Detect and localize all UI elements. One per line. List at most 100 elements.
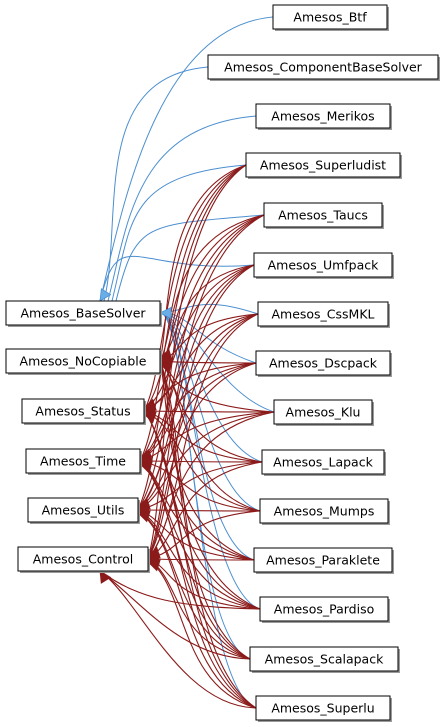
member-edge bbox=[137, 214, 265, 511]
inherit-edge bbox=[159, 312, 261, 610]
node-box bbox=[249, 646, 399, 672]
edge-layer bbox=[99, 16, 275, 709]
node-box bbox=[259, 596, 389, 622]
node-label: Amesos_Time bbox=[40, 454, 126, 469]
member-edge bbox=[137, 362, 257, 511]
node-box bbox=[273, 399, 373, 425]
member-edge bbox=[139, 460, 261, 610]
class-node-nocopy[interactable]: Amesos_NoCopiable bbox=[5, 348, 162, 375]
inherit-edge bbox=[115, 214, 265, 302]
member-edge bbox=[99, 570, 261, 610]
member-edge bbox=[159, 360, 251, 660]
inherit-arrowhead bbox=[159, 306, 172, 320]
class-node-lapack[interactable]: Amesos_Lapack bbox=[261, 449, 386, 476]
node-label: Amesos_Btf bbox=[293, 10, 367, 25]
class-node-superludist[interactable]: Amesos_Superludist bbox=[245, 152, 402, 179]
class-node-scalapack[interactable]: Amesos_Scalapack bbox=[249, 646, 400, 673]
class-node-status[interactable]: Amesos_Status bbox=[21, 398, 146, 425]
member-edge bbox=[139, 460, 261, 512]
node-box bbox=[5, 348, 161, 374]
member-edge bbox=[139, 460, 257, 709]
class-node-time[interactable]: Amesos_Time bbox=[25, 448, 142, 475]
node-box bbox=[255, 695, 391, 721]
member-edge bbox=[137, 461, 263, 511]
node-box bbox=[272, 4, 388, 30]
node-box bbox=[5, 300, 161, 326]
node-label: Amesos_CssMKL bbox=[271, 307, 374, 322]
member-edge bbox=[137, 411, 275, 511]
member-edge bbox=[139, 264, 255, 462]
member-edge bbox=[137, 509, 261, 610]
class-node-component[interactable]: Amesos_ComponentBaseSolver bbox=[207, 54, 440, 81]
class-node-superlu[interactable]: Amesos_Superlu bbox=[255, 695, 392, 722]
member-edge bbox=[143, 164, 247, 412]
inherit-edge bbox=[99, 255, 255, 302]
class-node-utils[interactable]: Amesos_Utils bbox=[27, 497, 140, 524]
member-edge bbox=[147, 510, 261, 560]
node-label: Amesos_Klu bbox=[286, 405, 361, 420]
node-label: Amesos_Control bbox=[33, 552, 134, 567]
node-box bbox=[257, 301, 389, 327]
class-node-dscpack[interactable]: Amesos_Dscpack bbox=[255, 350, 392, 377]
node-label: Amesos_Lapack bbox=[273, 455, 373, 470]
class-node-paraklete[interactable]: Amesos_Paraklete bbox=[253, 547, 394, 574]
node-label: Amesos_Superlu bbox=[271, 701, 374, 716]
node-label: Amesos_Utils bbox=[42, 503, 125, 518]
class-node-merikos[interactable]: Amesos_Merikos bbox=[255, 103, 392, 130]
member-edge bbox=[143, 410, 275, 413]
class-node-cssmkl[interactable]: Amesos_CssMKL bbox=[257, 301, 390, 328]
class-node-btf[interactable]: Amesos_Btf bbox=[272, 4, 389, 31]
node-label: Amesos_BaseSolver bbox=[20, 306, 146, 321]
node-box bbox=[21, 398, 145, 424]
node-label: Amesos_Pardiso bbox=[274, 602, 374, 617]
node-box bbox=[255, 103, 391, 129]
member-edge bbox=[137, 164, 247, 511]
member-edge bbox=[143, 264, 255, 412]
member-arrowhead bbox=[143, 411, 157, 424]
member-edge bbox=[99, 570, 257, 709]
member-edge bbox=[139, 164, 247, 462]
node-box bbox=[25, 448, 141, 474]
node-label: Amesos_Superludist bbox=[260, 158, 386, 173]
class-node-control[interactable]: Amesos_Control bbox=[17, 546, 150, 573]
node-label: Amesos_Dscpack bbox=[269, 356, 378, 371]
class-node-pardiso[interactable]: Amesos_Pardiso bbox=[259, 596, 390, 623]
member-edge bbox=[159, 360, 255, 561]
member-edge bbox=[137, 264, 255, 511]
node-label: Amesos_Taucs bbox=[278, 208, 368, 223]
class-node-klu[interactable]: Amesos_Klu bbox=[273, 399, 374, 426]
member-edge bbox=[159, 164, 247, 362]
class-node-taucs[interactable]: Amesos_Taucs bbox=[263, 202, 384, 229]
member-edge bbox=[137, 509, 261, 512]
member-edge bbox=[147, 264, 255, 560]
class-node-base[interactable]: Amesos_BaseSolver bbox=[5, 300, 162, 327]
class-node-umfpack[interactable]: Amesos_Umfpack bbox=[253, 252, 394, 279]
member-arrowhead bbox=[139, 461, 153, 474]
inherit-edge bbox=[107, 115, 257, 302]
member-arrowhead bbox=[99, 570, 112, 584]
member-edge bbox=[147, 164, 247, 560]
member-edge bbox=[143, 214, 265, 412]
member-edge bbox=[139, 214, 265, 462]
node-label: Amesos_Umfpack bbox=[268, 258, 380, 273]
member-edge bbox=[147, 411, 275, 560]
node-box bbox=[259, 498, 389, 524]
member-edge bbox=[147, 558, 255, 561]
arrowhead-layer bbox=[99, 288, 173, 584]
member-arrowhead bbox=[137, 510, 151, 523]
member-edge bbox=[147, 461, 263, 560]
member-edge bbox=[159, 360, 257, 364]
node-box bbox=[261, 449, 385, 475]
node-label: Amesos_Mumps bbox=[274, 504, 375, 519]
node-label: Amesos_Paraklete bbox=[266, 553, 380, 568]
node-box bbox=[253, 547, 393, 573]
member-edge bbox=[147, 214, 265, 560]
node-layer: Amesos_BaseSolverAmesos_NoCopiableAmesos… bbox=[5, 4, 440, 722]
node-label: Amesos_Scalapack bbox=[265, 652, 384, 667]
node-box bbox=[253, 252, 393, 278]
member-edge bbox=[159, 360, 261, 610]
node-box bbox=[207, 54, 439, 80]
member-arrowhead bbox=[159, 361, 173, 374]
class-node-mumps[interactable]: Amesos_Mumps bbox=[259, 498, 390, 525]
